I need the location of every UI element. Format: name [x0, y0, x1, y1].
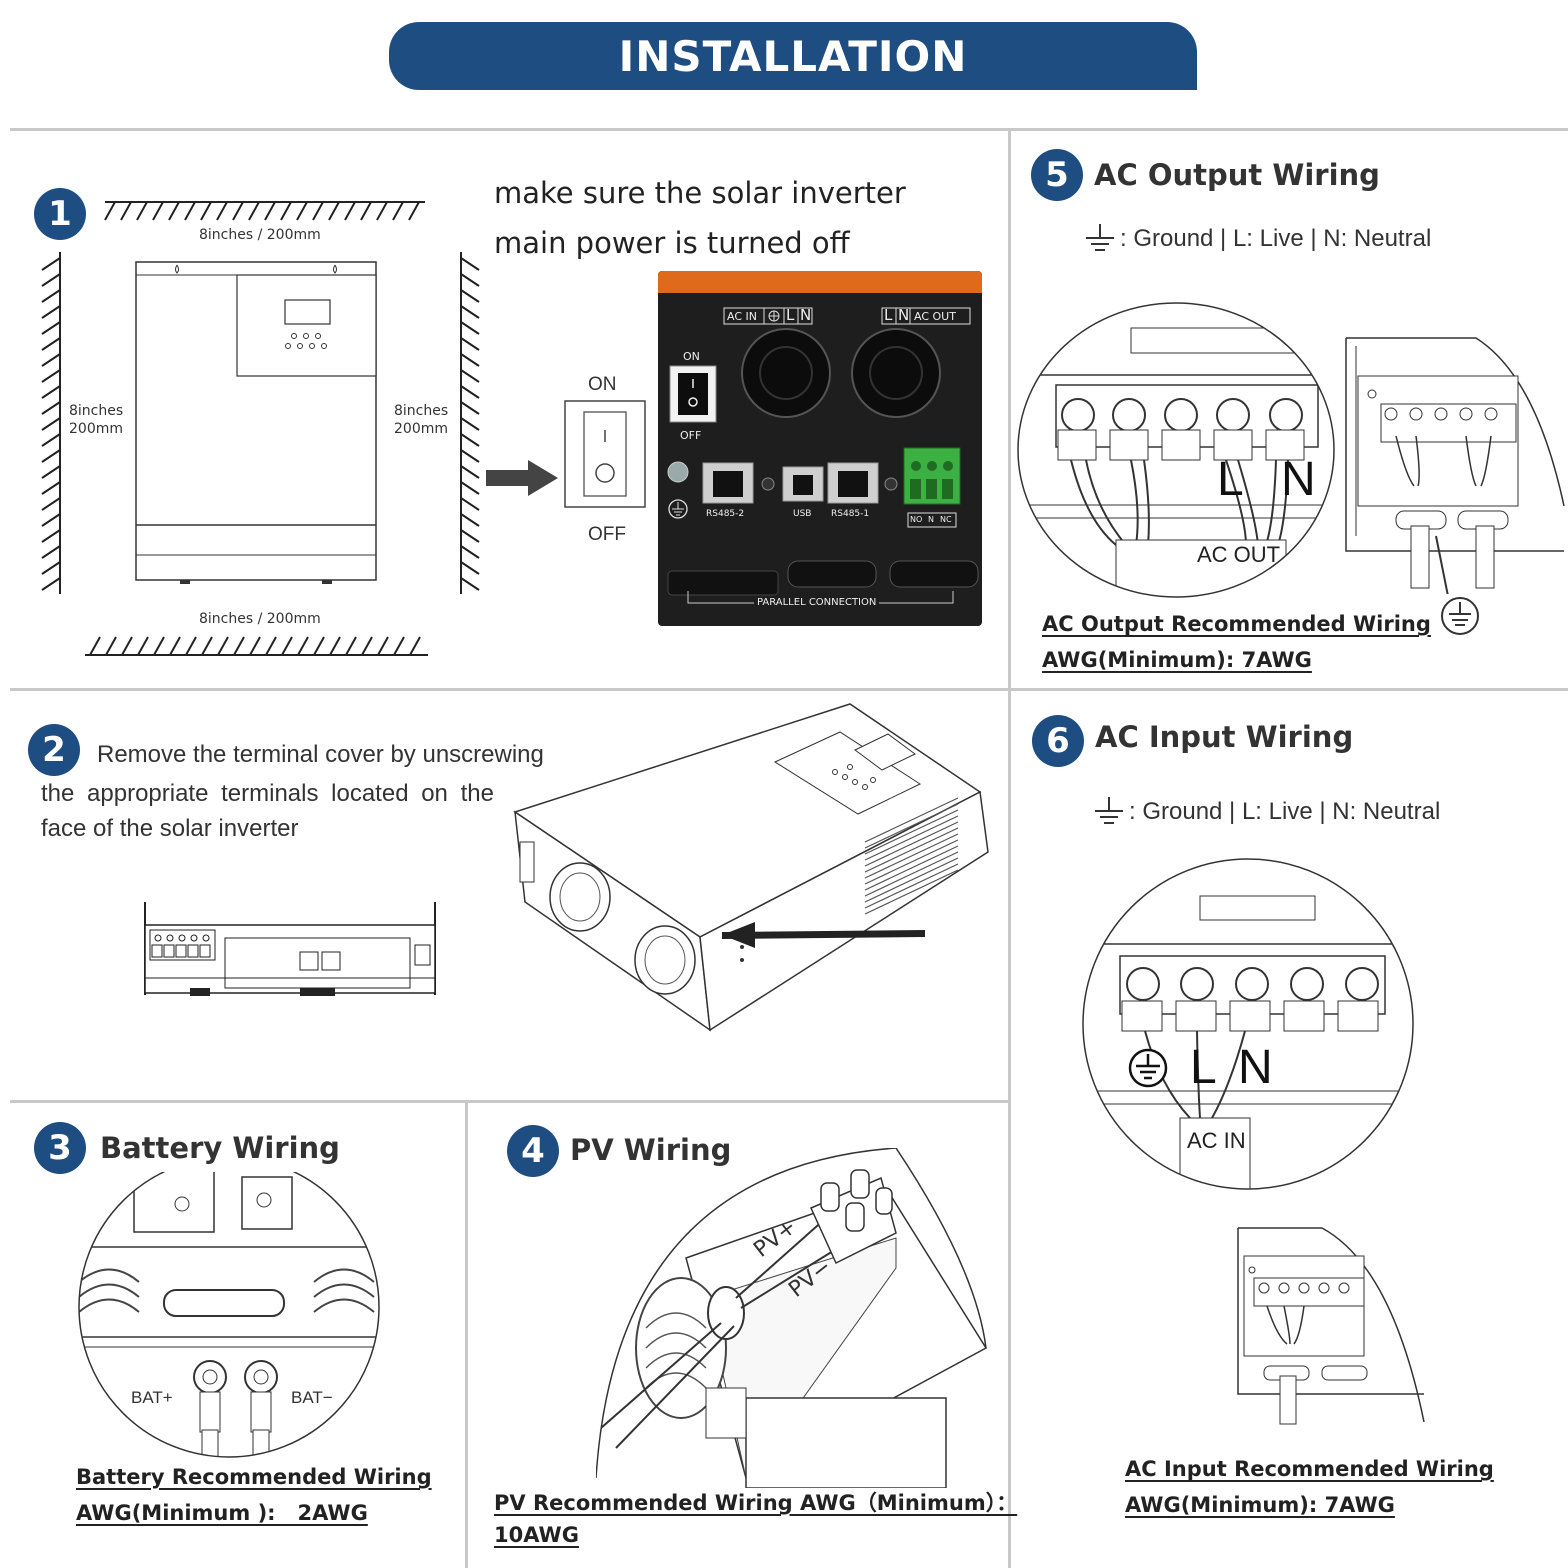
panel-switch-off: OFF	[680, 429, 702, 442]
terminal-cover-diagram	[144, 902, 436, 996]
battery-terminal-diagram	[78, 1172, 380, 1458]
panel-ac-in-label: AC IN	[727, 310, 757, 323]
step-4-title: PV Wiring	[570, 1133, 732, 1167]
ac-out-context-diagram	[1345, 337, 1565, 594]
bat-minus-label: BAT−	[291, 1388, 333, 1407]
pv-rec-line1: PV Recommended Wiring AWG（Minimum）：	[494, 1491, 1018, 1515]
clearance-top-label: 8inches / 200mm	[199, 227, 321, 243]
step-5-badge: 5	[1031, 149, 1083, 201]
clearance-left-label-1: 8inches	[69, 403, 124, 419]
ac-in-terminal-label: AC IN	[1187, 1128, 1246, 1153]
ac-out-l-label: L	[1217, 453, 1244, 506]
battery-rec-line1: Battery Recommended Wiring	[76, 1465, 432, 1489]
divider-middle	[10, 688, 1568, 691]
step-1-badge: 1	[34, 188, 86, 240]
divider-vertical-right	[1008, 128, 1011, 1568]
step-6-legend: : Ground | L: Live | N: Neutral	[1129, 798, 1441, 825]
ac-out-rec-line2: AWG(Minimum): 7AWG	[1042, 648, 1312, 672]
panel-details	[667, 307, 979, 604]
ac-in-n-label: N	[1238, 1041, 1273, 1094]
rocker-switch-icon[interactable]	[564, 400, 646, 508]
step-3-badge: 3	[34, 1122, 86, 1174]
port-rs485-1-label: RS485-1	[831, 509, 870, 519]
panel-ac-in-l: L	[786, 306, 795, 324]
panel-orange-strip	[658, 271, 982, 293]
ac-in-context-diagram	[1237, 1227, 1425, 1425]
ac-out-n-label: N	[1281, 453, 1316, 506]
divider-top	[10, 128, 1568, 131]
ac-out-rec-line1: AC Output Recommended Wiring	[1042, 612, 1431, 636]
page-title: INSTALLATION	[389, 22, 1197, 90]
panel-ac-in-n: N	[800, 306, 812, 324]
step-4-badge: 4	[507, 1125, 559, 1177]
switch-on-label: ON	[588, 374, 617, 395]
step-1-note-line1: make sure the solar inverter	[494, 176, 906, 210]
pv-terminal-diagram: PV+ PV−	[596, 1148, 988, 1488]
bat-plus-label: BAT+	[131, 1388, 173, 1407]
ac-in-terminal-diagram	[1082, 858, 1414, 1190]
relay-nc-label: NC	[940, 515, 952, 524]
ac-in-l-label: L	[1190, 1041, 1217, 1094]
ac-out-terminal-diagram	[1017, 302, 1335, 598]
ac-in-rec-line1: AC Input Recommended Wiring	[1125, 1457, 1494, 1481]
clearance-left-label-2: 200mm	[69, 421, 123, 437]
step-6-badge: 6	[1032, 715, 1084, 767]
arrow-right-icon	[486, 460, 558, 496]
panel-ac-out-n: N	[898, 306, 910, 324]
parallel-connection-label: PARALLEL CONNECTION	[754, 597, 880, 608]
relay-n-label: N	[928, 515, 934, 524]
step-2-text-line3: face of the solar inverter	[41, 815, 299, 842]
ground-icon	[1086, 224, 1114, 251]
clearance-right-label-2: 200mm	[394, 421, 448, 437]
ac-out-terminal-label: AC OUT	[1197, 542, 1281, 567]
port-rs485-2-label: RS485-2	[706, 509, 745, 519]
step-2-badge: 2	[28, 724, 80, 776]
relay-no-label: NO	[910, 515, 923, 524]
panel-ac-out-label: AC OUT	[914, 310, 956, 323]
step-2-text-line1: Remove the terminal cover by unscrewing	[97, 741, 544, 768]
divider-lower	[10, 1100, 1008, 1103]
clearance-bottom-label: 8inches / 200mm	[199, 611, 321, 627]
ac-in-rec-line2: AWG(Minimum): 7AWG	[1125, 1493, 1395, 1517]
step-5-title: AC Output Wiring	[1094, 158, 1380, 192]
clearance-right-label-1: 8inches	[394, 403, 449, 419]
clearance-diagram	[41, 201, 480, 656]
panel-switch-on: ON	[683, 350, 700, 363]
inverter-isometric-diagram	[513, 703, 989, 1032]
step-1-note-line2: main power is turned off	[494, 226, 850, 260]
port-usb-label: USB	[793, 509, 812, 519]
battery-rec-line2: AWG(Minimum ): 2AWG	[76, 1501, 368, 1525]
pv-rec-line2: 10AWG	[494, 1523, 579, 1547]
switch-off-label: OFF	[588, 524, 626, 545]
step-5-legend: : Ground | L: Live | N: Neutral	[1120, 225, 1432, 252]
ground-icon	[1441, 597, 1479, 635]
step-2-text-line2: the appropriate terminals located on the	[41, 780, 494, 807]
step-3-title: Battery Wiring	[100, 1131, 340, 1165]
panel-ac-out-l: L	[884, 306, 893, 324]
divider-vertical-bottom	[465, 1100, 468, 1568]
step-6-title: AC Input Wiring	[1095, 720, 1354, 754]
ground-icon	[1095, 797, 1123, 824]
